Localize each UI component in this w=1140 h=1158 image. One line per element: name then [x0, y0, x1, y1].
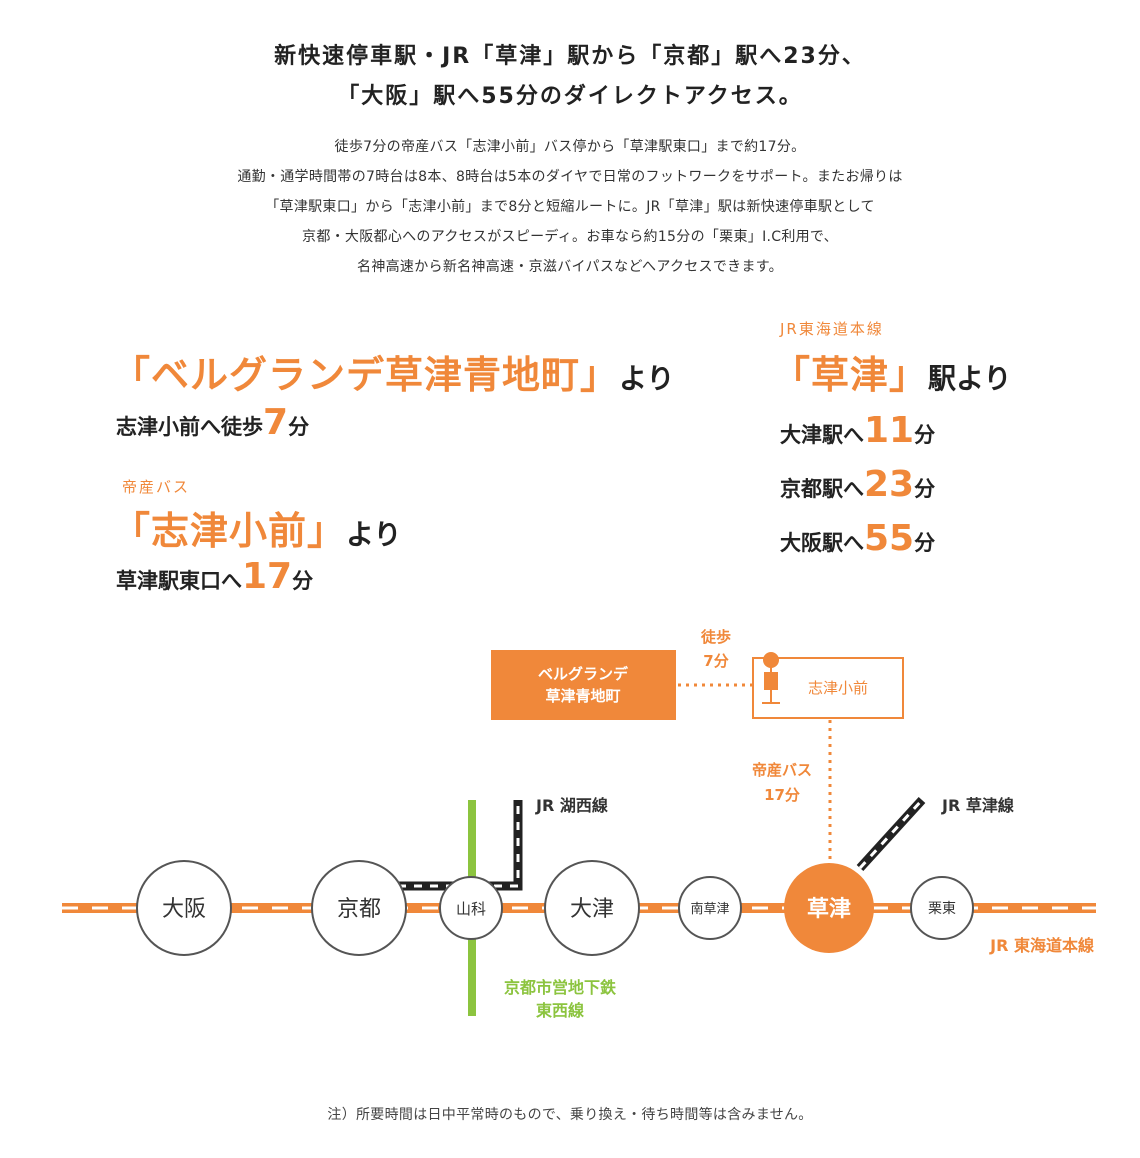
station-kyoto-label: 京都: [337, 897, 381, 922]
route-otsu: 大津駅へ11分: [780, 410, 935, 451]
route-osaka-unit: 分: [914, 531, 936, 555]
station-ritto: 栗東: [910, 876, 974, 940]
walk-route-unit: 分: [288, 415, 310, 439]
station-minamikusatsu-label: 南草津: [690, 901, 729, 917]
label-tokaido-line: JR 東海道本線: [989, 936, 1094, 955]
origin-bus-stop: 「志津小前」より: [112, 500, 401, 555]
bus-route-text: 草津駅東口へ: [116, 569, 242, 593]
origin-property-name: 「ベルグランデ草津青地町」: [112, 353, 620, 397]
station-osaka-label: 大阪: [162, 897, 206, 922]
station-osaka: 大阪: [136, 860, 232, 956]
route-kyoto-minutes: 23: [864, 464, 915, 505]
walk-route-minutes: 7: [263, 402, 289, 443]
headline-line-1: 新快速停車駅・JR「草津」駅から「京都」駅へ23分、: [274, 44, 866, 69]
route-osaka-text: 大阪駅へ: [780, 531, 864, 555]
route-kyoto-unit: 分: [914, 477, 936, 501]
station-ritto-label: 栗東: [928, 901, 956, 917]
station-kusatsu: 草津: [784, 863, 874, 953]
body-line-4: 京都・大阪都心へのアクセスがスピーディ。お車なら約15分の「栗東」I.C利用で、: [302, 229, 838, 245]
route-kyoto: 京都駅へ23分: [780, 464, 935, 505]
bus-stop-label: 志津小前: [808, 679, 868, 697]
body-line-1: 徒歩7分の帝産バス「志津小前」バス停から「草津駅東口」まで約17分。: [334, 139, 806, 155]
body-line-2: 通勤・通学時間帯の7時台は8本、8時台は5本のダイヤで日常のフットワークをサポー…: [237, 169, 903, 185]
origin-bus-stop-suffix: より: [346, 518, 402, 551]
station-yamashina-label: 山科: [456, 900, 486, 918]
bus-company-label: 帝産バス: [122, 478, 191, 496]
station-kusatsu-label: 草津: [807, 896, 851, 922]
jr-kusatsu-line: [856, 796, 926, 872]
route-osaka: 大阪駅へ55分: [780, 518, 935, 559]
route-map: ベルグランデ 草津青地町 徒歩 7分 志津小前 帝産バス 17分 JR 湖西線 …: [62, 628, 1096, 1020]
bus-stop-icon: [762, 652, 780, 704]
footnote: 注）所要時間は日中平常時のもので、乗り換え・待ち時間等は含みません。: [327, 1107, 813, 1123]
bus-label-2: 17分: [764, 786, 800, 804]
label-kosei-line: JR 湖西線: [535, 796, 608, 815]
property-label-1: ベルグランデ: [538, 665, 629, 683]
label-subway-2: 東西線: [536, 1001, 584, 1020]
origin-station: 「草津」駅より: [772, 344, 1011, 399]
origin-station-name: 「草津」: [772, 353, 929, 397]
bus-route-minutes: 17: [242, 556, 293, 597]
body-line-5: 名神高速から新名神高速・京滋バイパスなどへアクセスできます。: [357, 259, 783, 275]
headline-line-2: 「大阪」駅へ55分のダイレクトアクセス。: [337, 84, 803, 109]
station-kyoto: 京都: [311, 860, 407, 956]
walk-label-2: 7分: [703, 652, 728, 670]
label-subway-1: 京都市営地下鉄: [504, 978, 616, 997]
jr-kosei-line: [398, 800, 523, 891]
route-otsu-text: 大津駅へ: [780, 423, 864, 447]
route-otsu-unit: 分: [914, 423, 936, 447]
walk-route: 志津小前へ徒歩7分: [116, 402, 309, 443]
bus-label-1: 帝産バス: [752, 761, 812, 779]
origin-property-suffix: より: [619, 362, 675, 395]
station-otsu: 大津: [544, 860, 640, 956]
route-osaka-minutes: 55: [864, 518, 915, 559]
origin-station-suffix: 駅より: [928, 362, 1012, 395]
body-line-3: 「草津駅東口」から「志津小前」まで8分と短縮ルートに。JR「草津」駅は新快速停車…: [265, 199, 875, 215]
jr-line-label: JR東海道本線: [780, 320, 884, 338]
station-minamikusatsu: 南草津: [678, 876, 742, 940]
station-yamashina: 山科: [439, 876, 503, 940]
walk-label-1: 徒歩: [700, 628, 731, 646]
route-kyoto-text: 京都駅へ: [780, 477, 864, 501]
walk-route-text: 志津小前へ徒歩: [116, 415, 263, 439]
bus-route-unit: 分: [292, 569, 314, 593]
origin-property: 「ベルグランデ草津青地町」より: [112, 344, 674, 399]
origin-bus-stop-name: 「志津小前」: [112, 509, 347, 553]
property-box: [491, 650, 676, 720]
label-kusatsu-line: JR 草津線: [941, 796, 1014, 815]
station-otsu-label: 大津: [570, 897, 614, 922]
property-label-2: 草津青地町: [545, 687, 620, 705]
bus-route: 草津駅東口へ17分: [116, 556, 313, 597]
route-otsu-minutes: 11: [864, 410, 915, 451]
